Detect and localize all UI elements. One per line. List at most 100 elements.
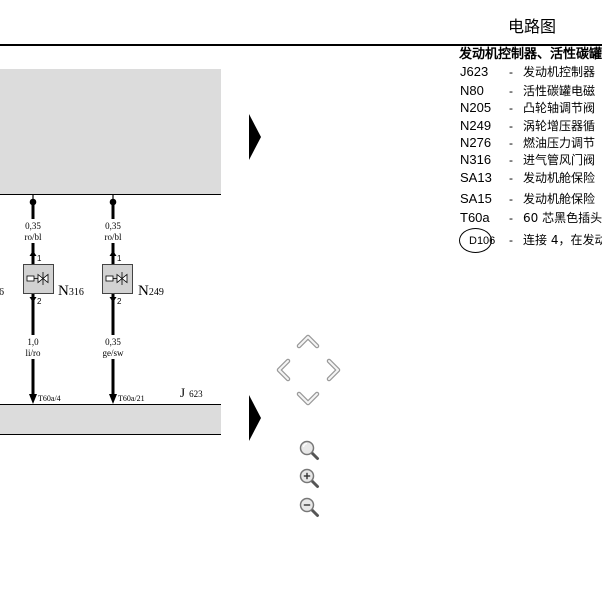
chevron-up-icon [296, 334, 320, 349]
wire-color-label: ro/bl [105, 232, 122, 242]
wire-gauge-label: 0,35 [25, 221, 41, 231]
page-title: 电路图 [508, 17, 557, 36]
wire-color-label: ro/bl [25, 232, 42, 242]
legend-item[interactable]: J623 - 发动机控制器 [459, 63, 602, 81]
wire-gauge-label: 0,35 [105, 337, 121, 347]
component-letter: N [58, 283, 69, 299]
legend-code: SA13 [460, 170, 492, 185]
legend-code: T60a [460, 210, 490, 225]
legend-item[interactable]: N249 - 涡轮增压器循 [459, 117, 602, 135]
legend-separator: - [509, 153, 513, 167]
legend-item[interactable]: N80 - 活性碳罐电磁 [459, 82, 602, 100]
solenoid-valve-symbol [26, 272, 49, 285]
legend-code: N249 [460, 118, 492, 133]
legend-desc: 活性碳罐电磁 [523, 84, 596, 98]
legend-separator: - [509, 192, 513, 206]
legend-desc: 凸轮轴调节阀 [523, 101, 596, 115]
terminal-label: T60a/4 [38, 394, 61, 403]
triangle-right-icon [249, 114, 261, 160]
zoom-reset-button[interactable] [297, 438, 321, 462]
connection-circle [459, 228, 492, 253]
chevron-left-icon [276, 358, 291, 382]
pin-arrow-up [29, 250, 37, 256]
sheet-arrow-upper[interactable] [248, 113, 262, 161]
zoom-out-icon [299, 497, 319, 517]
legend-desc: 发动机舱保险 [523, 192, 596, 206]
legend-separator: - [509, 211, 513, 225]
legend-desc: 燃油压力调节 [523, 136, 596, 150]
control-unit-label: J 623 [180, 385, 203, 400]
legend-desc: 涡轮增压器循 [523, 119, 596, 133]
pin-number-top: 1 [37, 254, 42, 263]
legend-separator: - [509, 65, 513, 79]
pan-right-button[interactable] [325, 358, 341, 382]
legend-separator: - [509, 136, 513, 150]
pin-arrow-up [109, 250, 117, 256]
pin-number-top: 1 [117, 254, 122, 263]
connection-code: D106 [469, 235, 496, 247]
pan-left-button[interactable] [276, 358, 292, 382]
legend-separator: - [509, 171, 513, 185]
legend-connection-item[interactable]: D106 - 连接 4，在发动 [459, 228, 602, 253]
pan-down-button[interactable] [296, 391, 320, 407]
engine-module-panel [0, 69, 221, 194]
solenoid-valve-symbol [105, 272, 128, 285]
wire-gauge-label: 0,35 [105, 221, 121, 231]
control-unit-panel [0, 404, 221, 434]
terminal-arrow [109, 394, 117, 404]
control-unit-letter: J [180, 385, 185, 400]
legend-separator: - [509, 101, 513, 115]
legend-code: N276 [460, 135, 492, 150]
legend-item[interactable]: T60a - 60 芯黑色插头 [459, 209, 602, 227]
pan-up-button[interactable] [296, 333, 320, 349]
wire-gauge-label: 1,0 [27, 337, 39, 347]
component-letter: N [138, 283, 149, 299]
legend-separator: - [509, 233, 513, 247]
zoom-in-icon [299, 468, 319, 488]
component-label-n316: N316 [58, 283, 84, 299]
legend-item[interactable]: N205 - 凸轮轴调节阀 [459, 99, 602, 117]
partial-component-label: 6 [0, 287, 4, 298]
connection-desc: 连接 4，在发动 [523, 233, 602, 247]
legend-item[interactable]: N276 - 燃油压力调节 [459, 134, 602, 152]
chevron-down-icon [296, 391, 320, 406]
pin-arrow-down [29, 297, 37, 303]
legend-desc: 发动机舱保险 [523, 171, 596, 185]
component-label-n249: N249 [138, 283, 164, 299]
legend-code: J623 [460, 64, 489, 79]
legend-code: N205 [460, 100, 492, 115]
legend-item[interactable]: N316 - 进气管风门阀 [459, 151, 602, 169]
terminal-label: T60a/21 [118, 394, 145, 403]
legend-desc: 进气管风门阀 [523, 153, 596, 167]
terminal-arrow [29, 394, 37, 404]
wire-color-label: li/ro [26, 348, 41, 358]
magnifier-icon [299, 440, 319, 460]
zoom-in-button[interactable] [297, 466, 321, 490]
control-unit-number: 623 [189, 389, 203, 399]
pin-arrow-down [109, 297, 117, 303]
legend-desc: 发动机控制器 [523, 65, 596, 79]
triangle-right-icon [249, 395, 261, 441]
legend-desc: 60 芯黑色插头 [523, 211, 602, 225]
pin-number-bottom: 2 [37, 297, 42, 306]
chevron-right-icon [326, 358, 341, 382]
component-legend: 发动机控制器、活性碳罐 J623 - 发动机控制器 N80 - 活性碳罐电磁 N… [459, 46, 602, 260]
header-divider [0, 44, 602, 46]
component-number: 249 [149, 287, 164, 298]
legend-code: N80 [460, 83, 484, 98]
component-number: 316 [69, 287, 84, 298]
legend-code: SA15 [460, 191, 492, 206]
wire-color-label: ge/sw [103, 348, 124, 358]
legend-item[interactable]: SA15 - 发动机舱保险 [459, 190, 602, 208]
legend-separator: - [509, 119, 513, 133]
sheet-arrow-lower[interactable] [248, 394, 262, 442]
zoom-out-button[interactable] [297, 495, 321, 519]
wiring-diagram: 6 0,35 ro/bl 1 2 1,0 li/ro T60a/4 N316 0… [0, 69, 221, 435]
legend-separator: - [509, 84, 513, 98]
legend-title: 发动机控制器、活性碳罐 [459, 47, 602, 62]
wire-n316: 0,35 ro/bl 1 2 1,0 li/ro T60a/4 [23, 195, 61, 404]
wire-n249: 0,35 ro/bl 1 2 0,35 ge/sw T60a/21 [102, 195, 145, 404]
pin-number-bottom: 2 [117, 297, 122, 306]
legend-item[interactable]: SA13 - 发动机舱保险 [459, 169, 602, 187]
legend-code: N316 [460, 152, 492, 167]
